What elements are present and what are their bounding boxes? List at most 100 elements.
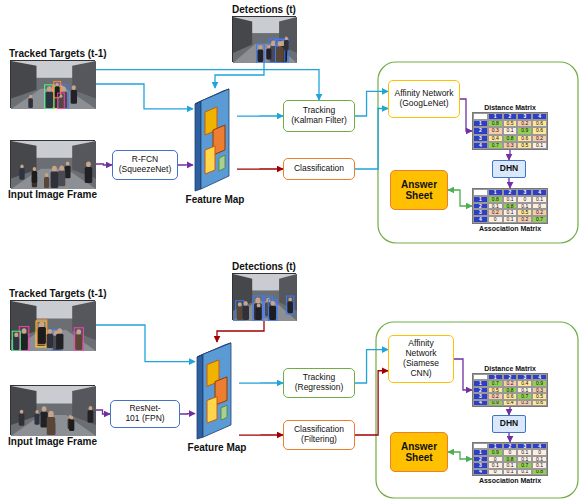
matrix-cell: 0.1	[517, 203, 532, 210]
matrix-value: 0.6	[507, 394, 514, 399]
flow-arrow	[509, 433, 510, 442]
graphic-part	[48, 329, 52, 334]
flow-arrow	[355, 350, 388, 383]
graphic-part	[278, 41, 283, 47]
graphic-part	[237, 307, 243, 320]
flow-arrow	[355, 109, 388, 170]
matrix-cell: 0.1	[532, 196, 547, 203]
graphic-part	[72, 301, 96, 340]
feature-map: Feature Map	[195, 342, 239, 440]
matrix-value: 4	[479, 143, 482, 148]
matrix-cell: 0.8	[488, 196, 503, 203]
matrix-cell: 2	[473, 203, 488, 210]
flow-arrow	[178, 164, 193, 165]
graphic-part	[19, 414, 25, 426]
matrix-table: 123410.70.20.40.920.50.80.10.330.20.60.7…	[472, 373, 548, 407]
image-panel: Input Image Frame	[10, 385, 95, 435]
graphic-part	[233, 274, 297, 321]
matrix-cell: 0.5	[517, 209, 532, 216]
matrix-value: 1	[479, 121, 482, 126]
matrix-cell: 2	[473, 127, 488, 134]
matrix-cell: 1	[488, 113, 503, 120]
matrix-cell: 0.1	[503, 209, 518, 216]
graphic-part	[59, 165, 64, 171]
graphic-part	[56, 83, 59, 87]
matrix-value: 0.8	[536, 469, 543, 474]
matrix-corner	[473, 189, 488, 196]
matrix-value: 0.1	[521, 469, 528, 474]
matrix-value: 0.5	[521, 210, 528, 215]
graphic-part	[14, 333, 18, 338]
matrix-cell: 0.8	[503, 203, 518, 210]
street-photo	[11, 61, 96, 109]
graphic-part	[275, 40, 284, 63]
street-photo	[233, 274, 297, 321]
box-label: DHN	[500, 164, 518, 174]
flow-arrow	[509, 407, 510, 415]
matrix-value: 0.1	[536, 463, 543, 468]
graphic-part	[33, 167, 37, 171]
answer-box: Answer Sheet	[390, 432, 448, 472]
matrix-value: 4	[538, 375, 541, 380]
matrix-value: 0.1	[492, 463, 499, 468]
graphic-part	[219, 155, 225, 171]
graphic-part	[12, 331, 20, 351]
tracking-box: Tracking (Regression)	[283, 368, 355, 398]
matrix-cell: 4	[473, 142, 488, 149]
graphic-part	[269, 306, 276, 320]
backbone-box: R-FCN (SqueezeNet)	[112, 150, 178, 180]
graphic-part	[256, 307, 262, 320]
matrix-value: 0.1	[507, 469, 514, 474]
graphic-part	[259, 45, 263, 49]
graphic-part	[11, 169, 96, 189]
caption-label: Detections (t)	[232, 261, 296, 272]
matrix-value: 1	[494, 375, 497, 380]
matrix-value: 2	[479, 388, 482, 393]
graphic-part	[238, 302, 242, 307]
caption-label: Input Image Frame	[8, 189, 97, 200]
flow-arrow	[355, 371, 388, 435]
graphic-part	[74, 328, 83, 351]
matrix-value: 0.2	[521, 217, 528, 222]
box-label: Tracking (Kalman Filter)	[288, 106, 350, 126]
graphic-part	[28, 98, 33, 108]
graphic-part	[11, 61, 37, 98]
matrix-value: 0.2	[536, 136, 543, 141]
matrix-value: 3	[523, 375, 526, 380]
graphic-part	[42, 406, 47, 412]
flow-arrow	[448, 452, 472, 459]
network-box: Affinity Network (Siamese CNN)	[388, 335, 454, 382]
matrix-cell: 0.1	[517, 469, 532, 475]
matrix-value: 0	[523, 197, 526, 202]
matrix-value: 0.7	[521, 463, 528, 468]
graphic-part	[85, 167, 92, 183]
matrix-value: 0.5	[521, 143, 528, 148]
graphic-part	[72, 85, 76, 90]
matrix-cell: 0.7	[532, 216, 547, 223]
street-photo	[11, 386, 96, 436]
matrix-value: 0.5	[507, 121, 514, 126]
matrix-cell: 0.5	[517, 142, 532, 149]
graphic-part	[233, 17, 252, 53]
matrix-value: 4	[538, 190, 541, 195]
matrix-value: 0.7	[492, 143, 499, 148]
feature-map: Feature Map	[193, 88, 237, 192]
matrix-value: 0.3	[507, 143, 514, 148]
graphic-part	[86, 161, 91, 167]
matrix-cell: 0.6	[532, 120, 547, 127]
matrix-cell: 0.2	[488, 209, 503, 216]
matrix-cell: 4	[473, 469, 488, 475]
graphic-part	[46, 92, 54, 108]
matrix-cell: 0.4	[488, 135, 503, 142]
graphic-part	[40, 321, 45, 327]
flow-arrow	[448, 190, 472, 206]
matrix-value: 1	[479, 197, 482, 202]
matrix-value: 0	[494, 457, 497, 462]
graphic-part	[66, 162, 70, 166]
matrix-value: 3	[523, 190, 526, 195]
matrix-value: 0.6	[521, 136, 528, 141]
matrix-value: 0.6	[536, 121, 543, 126]
graphic-part	[58, 93, 65, 109]
matrix-value: 4	[479, 400, 482, 405]
